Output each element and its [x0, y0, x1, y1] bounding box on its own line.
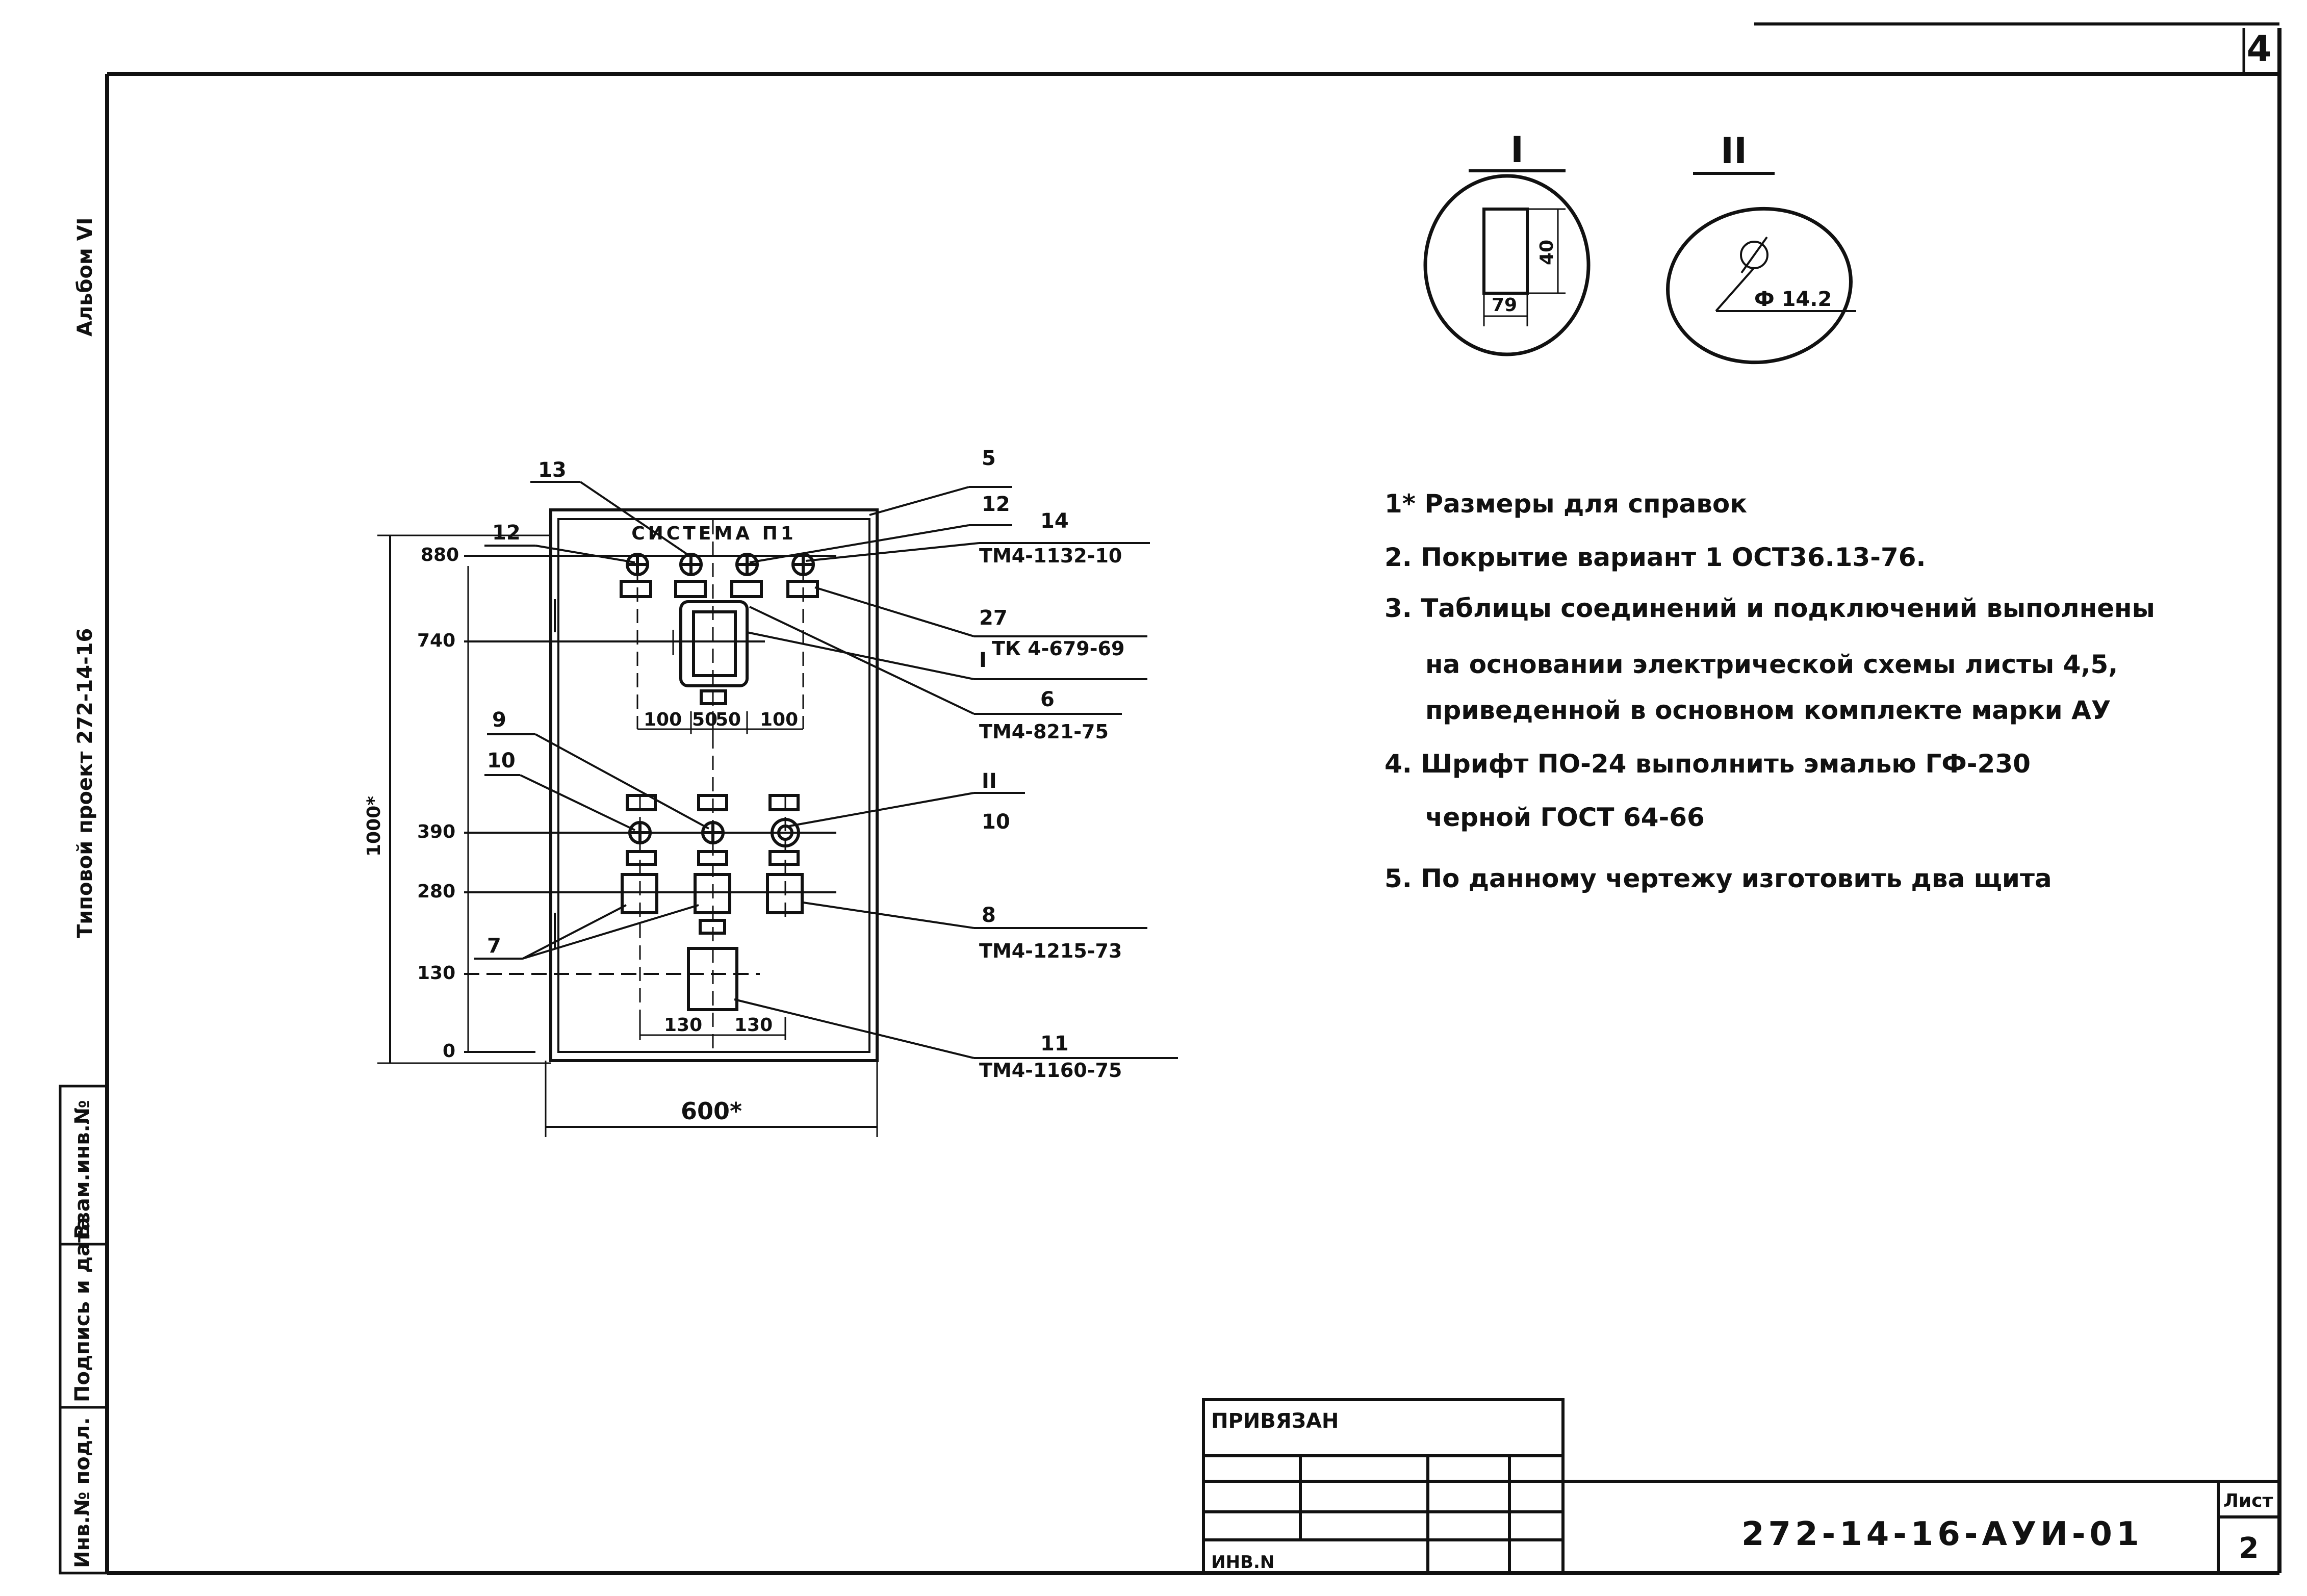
- callout-11: 11: [1040, 1032, 1069, 1056]
- level-880: 880: [421, 545, 459, 565]
- margin-inv-subp: Инв.№ подл.: [71, 1417, 94, 1568]
- code-14: ТМ4-1132-10: [979, 545, 1122, 567]
- spacing-bottom-2: 130: [734, 1015, 773, 1036]
- spacing-top-4: 100: [760, 709, 798, 730]
- callout-8: 8: [982, 904, 996, 927]
- detail-1-label: I: [1510, 129, 1524, 171]
- note-2: 2. Покрытие вариант 1 ОСТ36.13-76.: [1385, 543, 1926, 572]
- level-0: 0: [443, 1041, 455, 1062]
- callout-7: 7: [487, 934, 501, 958]
- callout-10-right: 10: [982, 810, 1010, 834]
- project-title: Типовой проект 272-14-16: [73, 628, 97, 938]
- level-740: 740: [417, 630, 455, 651]
- callout-roman-1: I: [979, 649, 987, 672]
- level-280: 280: [417, 881, 455, 902]
- spacing-bottom-1: 130: [664, 1015, 702, 1036]
- sheet-number: 2: [2239, 1532, 2259, 1565]
- detail-views: I II 40 79 Ф 14.2: [1423, 129, 1856, 365]
- note-3: 3. Таблицы соединений и подключений выпо…: [1385, 594, 2155, 623]
- callout-12-left: 12: [492, 521, 521, 545]
- margin-replaced-inv: Взам.инв.№: [71, 1100, 94, 1239]
- code-27: ТК 4-679-69: [992, 637, 1124, 660]
- code-8: ТМ4-1215-73: [979, 940, 1122, 962]
- callout-roman-2: II: [982, 769, 997, 793]
- callout-6: 6: [1040, 688, 1055, 711]
- privyazan-label: ПРИВЯЗАН: [1211, 1409, 1339, 1433]
- callout-14: 14: [1040, 509, 1069, 533]
- note-3-cont-2: приведенной в основном комплекте марки А…: [1425, 696, 2111, 725]
- note-5: 5. По данному чертежу изготовить два щит…: [1385, 864, 2052, 893]
- notes: 1* Размеры для справок 2. Покрытие вариа…: [1385, 489, 2155, 893]
- callout-27: 27: [979, 606, 1008, 630]
- spacing-top-1: 100: [644, 709, 682, 730]
- height-dimension: 1000*: [364, 796, 385, 857]
- detail-1-width: 79: [1492, 295, 1517, 316]
- detail-2-label: II: [1721, 130, 1747, 172]
- note-3-cont-1: на основании электрической схемы листы 4…: [1425, 650, 2118, 679]
- sheet-frame: [105, 22, 2282, 1575]
- callout-9: 9: [492, 708, 506, 732]
- code-6: ТМ4-821-75: [979, 720, 1109, 743]
- width-dimension: 600*: [681, 1097, 742, 1125]
- spacing-top-2: 50: [692, 709, 717, 730]
- level-390: 390: [417, 821, 455, 842]
- callout-12-right: 12: [982, 493, 1010, 516]
- margin-signature-date: Подпись и дата: [71, 1217, 94, 1402]
- callout-13: 13: [538, 458, 567, 482]
- note-4-cont: черной ГОСТ 64-66: [1425, 803, 1705, 832]
- left-margin: Типовой проект 272-14-16 Альбом VI Инв.№…: [59, 218, 109, 1575]
- sheet-label: Лист: [2223, 1490, 2273, 1511]
- corner-sheet-number: 4: [2247, 28, 2272, 70]
- callout-10-left: 10: [487, 749, 516, 773]
- code-11: ТМ4-1160-75: [979, 1059, 1122, 1082]
- note-4: 4. Шрифт ПО-24 выполнить эмалью ГФ-230: [1385, 749, 2031, 779]
- detail-1-height: 40: [1536, 240, 1557, 265]
- level-130: 130: [417, 963, 455, 984]
- panel-drawing: СИСТЕМА П1 1000* 600* 880 740 390 280 13…: [364, 447, 1178, 1137]
- drawing-code: 272-14-16-АУИ-01: [1741, 1515, 2143, 1553]
- note-1: 1* Размеры для справок: [1385, 489, 1747, 519]
- detail-2-hole: Ф 14.2: [1754, 288, 1832, 311]
- album-label: Альбом VI: [73, 218, 97, 337]
- panel-inscription: СИСТЕМА П1: [631, 523, 797, 544]
- title-block: ПРИВЯЗАН ИНВ.N 272-14-16-АУИ-01 Лист 2: [1202, 1398, 2279, 1575]
- callout-5: 5: [982, 447, 996, 470]
- inv-number-label: ИНВ.N: [1211, 1552, 1274, 1573]
- spacing-top-3: 50: [715, 709, 741, 730]
